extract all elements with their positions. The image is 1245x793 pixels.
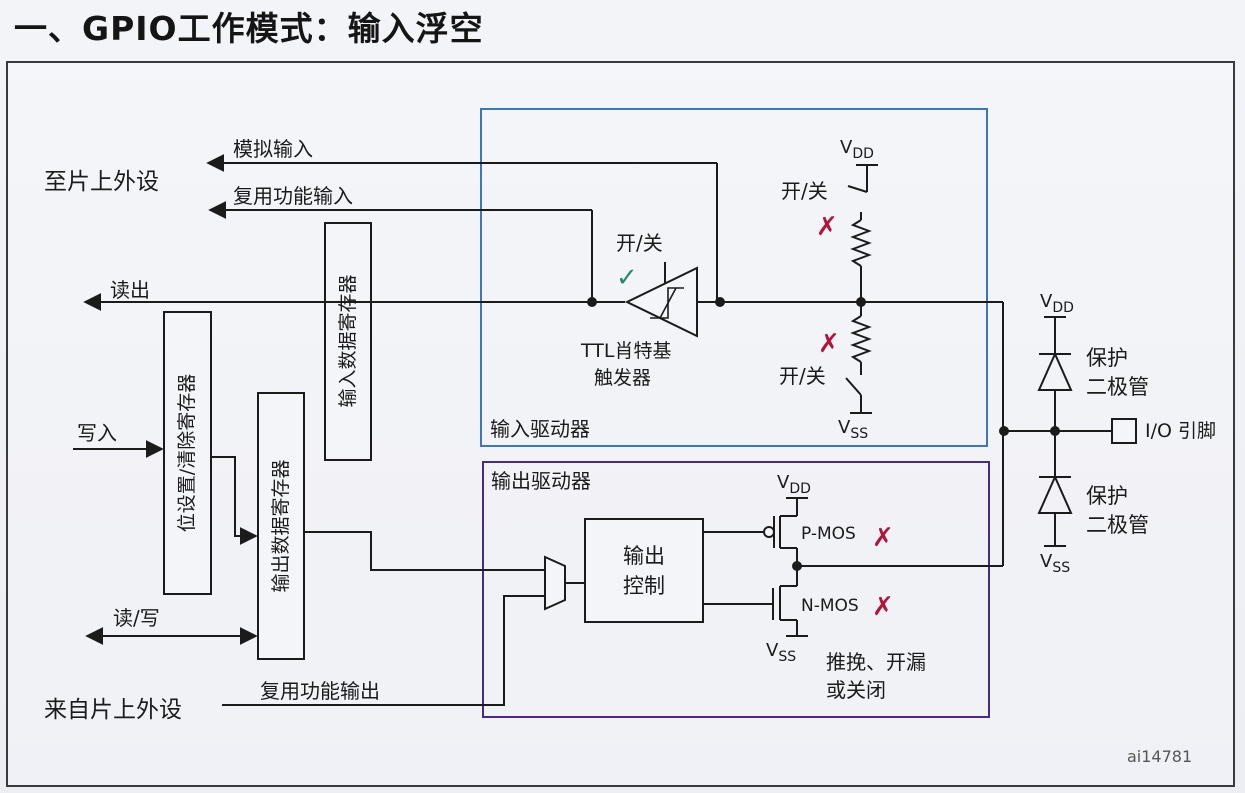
label-read-write: 读/写: [113, 606, 160, 630]
label-analog-input: 模拟输入: [233, 137, 313, 161]
diode-bottom-line1: 保护: [1086, 484, 1128, 508]
bit-set-reset-register: [163, 311, 212, 595]
pmos-label: P-MOS: [801, 524, 856, 544]
output-control-box: [584, 518, 704, 623]
figure-ref: ai14781: [1127, 747, 1192, 766]
schmitt-switch-label: 开/关: [616, 231, 663, 255]
nmos-cross: ✗: [872, 592, 894, 622]
vss-mos-label: VSS: [766, 640, 796, 665]
mode-label-line2: 或关闭: [826, 678, 886, 702]
label-from-peripheral: 来自片上外设: [44, 697, 182, 723]
alt-func-output-wire: [222, 595, 545, 706]
pulldown-switch-label: 开/关: [779, 364, 826, 388]
vss-diode-label: VSS: [1040, 551, 1070, 576]
output-mux: [544, 555, 566, 611]
schmitt-check: ✓: [616, 263, 638, 293]
vdd-diode-label: VDD: [1040, 291, 1074, 316]
output-driver-label: 输出驱动器: [491, 469, 591, 493]
label-alt-func-input: 复用功能输入: [233, 184, 353, 208]
label-alt-func-output: 复用功能输出: [260, 679, 380, 703]
nmos-label: N-MOS: [801, 596, 859, 616]
mode-label-line1: 推挽、开漏: [826, 650, 926, 674]
pullup-switch-label: 开/关: [781, 179, 828, 203]
mosfet-pair: [763, 497, 808, 637]
vdd-top-label: VDD: [840, 137, 874, 162]
label-to-peripheral: 至片上外设: [44, 169, 159, 195]
input-driver-box: [480, 108, 988, 447]
output-driver-box: [482, 461, 990, 718]
label-write-in: 写入: [77, 421, 117, 445]
pulldown-cross: ✗: [818, 329, 840, 359]
protection-diodes: [1037, 316, 1073, 547]
vss-top-label: VSS: [838, 417, 868, 442]
diode-top-line1: 保护: [1086, 346, 1128, 370]
vdd-mos-label: VDD: [777, 472, 811, 497]
output-control-line2: 控制: [623, 574, 665, 598]
schmitt-trigger: [624, 262, 698, 338]
output-data-register: [257, 392, 305, 660]
schmitt-label-line1: TTL肖特基: [580, 340, 671, 362]
diode-top-line2: 二极管: [1086, 375, 1149, 399]
io-pin-label: I/O 引脚: [1145, 420, 1216, 442]
bit-set-reset-register-label: 位设置/清除寄存器: [176, 374, 198, 532]
label-read-out: 读出: [110, 278, 150, 302]
input-data-register-label: 输入数据寄存器: [337, 274, 359, 407]
pullup-cross: ✗: [816, 212, 838, 242]
io-pin: [1111, 418, 1137, 444]
pull-resistor-network: [845, 164, 878, 414]
input-data-register: [324, 222, 372, 461]
slide-title: 一、GPIO工作模式：输入浮空: [14, 9, 484, 48]
schmitt-label-line2: 触发器: [594, 367, 651, 389]
output-data-register-label: 输出数据寄存器: [270, 459, 292, 592]
input-driver-label: 输入驱动器: [490, 417, 590, 441]
diode-bottom-line2: 二极管: [1086, 513, 1149, 537]
output-control-line1: 输出: [623, 544, 665, 568]
pmos-cross: ✗: [872, 523, 894, 553]
